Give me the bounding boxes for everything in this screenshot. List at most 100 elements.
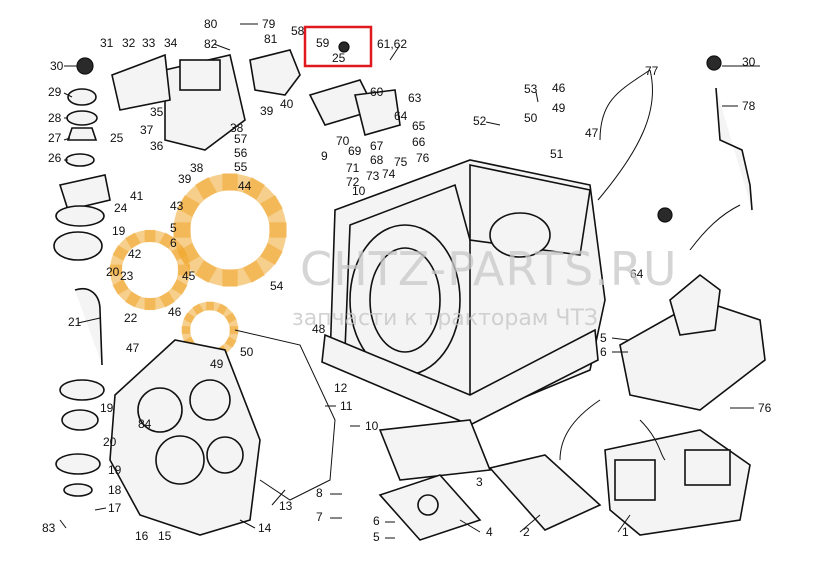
- leader-lines: [59, 23, 760, 539]
- callout-label: 71: [346, 161, 360, 175]
- callout-label: 64: [630, 267, 644, 281]
- callout-label: 20: [106, 265, 120, 279]
- callout-label: 39: [260, 104, 274, 118]
- callout-label: 72: [346, 175, 360, 189]
- transmission-housing: [321, 159, 606, 426]
- callout-label: 37: [140, 123, 154, 137]
- callout-label: 48: [312, 322, 326, 336]
- arrows: [559, 204, 741, 461]
- pump-assembly: [308, 79, 401, 136]
- callout-label: 83: [42, 521, 56, 535]
- callout-label: 65: [412, 119, 426, 133]
- callout-label: 5: [600, 331, 607, 345]
- callout-label: 66: [412, 135, 426, 149]
- shift-lever: [706, 55, 753, 211]
- callout-label: 76: [758, 401, 772, 415]
- callout-label: 27: [48, 131, 62, 145]
- callout-label: 64: [394, 109, 408, 123]
- callout-label: 15: [158, 529, 172, 543]
- callout-label: 3: [476, 475, 483, 489]
- callout-label: 17: [108, 501, 122, 515]
- callout-label: 32: [122, 36, 136, 50]
- callout-label: 25: [332, 51, 346, 65]
- callout-label: 8: [316, 486, 323, 500]
- callout-label: 63: [408, 91, 422, 105]
- callout-label: 56: [234, 146, 248, 160]
- callout-label: 34: [164, 36, 178, 50]
- leader-line: [389, 44, 401, 61]
- callout-label: 6: [373, 514, 380, 528]
- leader-line: [617, 514, 631, 533]
- callout-label: 43: [170, 199, 184, 213]
- leader-line: [77, 317, 101, 324]
- leader-line: [59, 519, 67, 529]
- leader-line: [535, 91, 539, 103]
- callout-label: 20: [103, 435, 117, 449]
- callout-label: 28: [48, 111, 62, 125]
- callout-label: 59: [316, 36, 330, 50]
- shift-cover-assembly: [597, 69, 766, 411]
- callout-label: 82: [204, 37, 218, 51]
- callout-label: 46: [168, 305, 182, 319]
- front-cover-plate: [109, 339, 261, 536]
- callout-label: 29: [48, 85, 62, 99]
- callout-label: 40: [280, 97, 294, 111]
- callout-label: 23: [120, 269, 134, 283]
- callout-label: 57: [234, 132, 248, 146]
- callout-label: 55: [234, 160, 248, 174]
- top-block-assembly: [111, 53, 246, 151]
- watermark-tagline: запчасти к тракторам ЧТЗ: [292, 306, 598, 331]
- callout-label: 12: [334, 381, 348, 395]
- callout-label: 4: [486, 525, 493, 539]
- callout-label: 22: [124, 311, 138, 325]
- leader-line: [459, 519, 481, 533]
- callout-label: 75: [394, 155, 408, 169]
- callout-label: 18: [108, 483, 122, 497]
- callout-label: 80: [204, 17, 218, 31]
- callout-label: 39: [178, 172, 192, 186]
- callout-label: 5: [170, 221, 177, 235]
- gasket-outline: [234, 329, 336, 501]
- callout-label: 21: [68, 315, 82, 329]
- leader-line: [213, 43, 231, 51]
- left-part-stack: [53, 57, 111, 497]
- callout-label: 7: [316, 510, 323, 524]
- watermark-gear-logo: [109, 173, 287, 359]
- leader-line: [94, 507, 107, 511]
- callout-label: 16: [135, 529, 149, 543]
- callout-label: 26: [48, 151, 62, 165]
- callout-label: 69: [348, 144, 362, 158]
- callout-label: 5: [373, 530, 380, 544]
- callout-label: 49: [552, 101, 566, 115]
- gear-icon: [110, 230, 190, 310]
- callout-label: 38: [190, 161, 204, 175]
- gear-icon: [173, 173, 287, 287]
- bottom-covers: [378, 419, 751, 541]
- callout-label: 11: [340, 399, 353, 413]
- callout-label: 33: [142, 36, 156, 50]
- callout-label: 49: [210, 357, 224, 371]
- callout-label: 46: [552, 81, 566, 95]
- callout-label: 53: [524, 82, 538, 96]
- callout-label: 25: [110, 131, 124, 145]
- callout-label: 74: [382, 167, 396, 181]
- leader-line: [63, 92, 73, 98]
- callout-label: 42: [128, 247, 142, 261]
- callout-label: 19: [108, 463, 122, 477]
- callout-label: 70: [336, 134, 350, 148]
- callout-label: 47: [585, 126, 599, 140]
- callout-label: 52: [473, 114, 487, 128]
- leader-line: [485, 121, 501, 126]
- callout-label: 50: [240, 345, 254, 359]
- callout-label: 60: [370, 85, 384, 99]
- highlight-box: [303, 25, 373, 68]
- callout-label: 84: [138, 417, 152, 431]
- callout-label: 35: [150, 105, 164, 119]
- callout-label: 68: [370, 153, 384, 167]
- callout-label: 81: [264, 32, 278, 46]
- leader-line: [239, 519, 256, 529]
- callout-label: 1: [622, 525, 629, 539]
- callout-label: 58: [291, 24, 305, 38]
- callout-label: 61,62: [377, 37, 407, 51]
